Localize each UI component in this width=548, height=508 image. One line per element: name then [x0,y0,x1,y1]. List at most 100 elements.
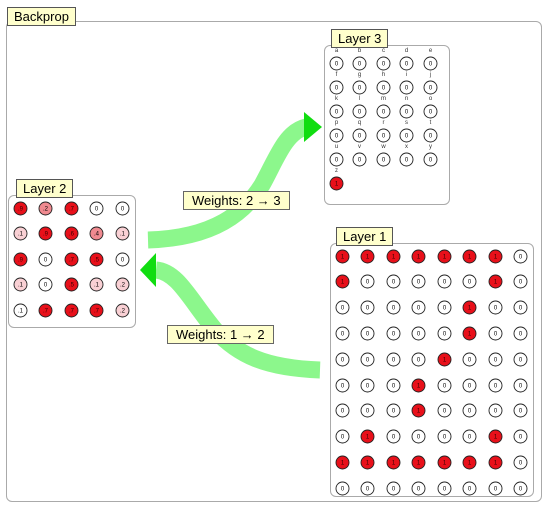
unit-value: 0 [366,332,370,338]
unit-value: .6 [68,232,74,238]
unit-circle [423,104,437,118]
layer1-unit-r1c5: 1 [437,249,451,263]
unit-circle [329,152,343,166]
layer1-unit-r2c4: 0 [411,274,426,289]
unit-value: .5 [94,257,100,263]
layer1-unit-r2c3: 0 [386,274,400,289]
unit-circle [115,252,129,266]
unit-circle [462,378,477,392]
unit-value: 0 [428,85,432,91]
unit-value: 1 [442,461,446,467]
unit-value: 1 [391,254,395,260]
layer2-unit-20: .2 [115,277,129,292]
unit-circle [411,249,426,263]
unit-circle [335,481,349,496]
unit-circle [352,56,367,70]
unit-value: 0 [358,85,362,91]
unit-circle [360,326,375,341]
layer1-unit-r7c2: 0 [360,403,375,418]
layer3-unit-t: t0 [423,120,437,142]
layer1-unit-r10c5: 0 [437,481,451,496]
layer1-unit-r6c1: 0 [335,378,349,392]
unit-value: 0 [391,383,395,389]
unit-name-label: k [335,96,339,102]
unit-circle [399,104,414,118]
layer2-unit-21: .1 [13,303,27,317]
unit-circle [360,249,375,263]
unit-value: 0 [405,85,409,91]
layer1-unit-r2c1: 1 [335,274,349,289]
layer1-unit-r5c7: 0 [488,352,502,367]
unit-circle [89,303,104,317]
unit-value: 0 [468,435,472,441]
unit-value: 0 [468,280,472,286]
unit-value: 0 [44,257,48,263]
layer1-unit-r5c6: 0 [462,352,477,367]
unit-circle [115,201,129,215]
unit-circle [64,252,78,266]
unit-value: 0 [381,157,385,163]
layer1-unit-r1c2: 1 [360,249,375,263]
unit-circle [64,277,78,292]
layer2-unit-8: .6 [64,226,78,241]
unit-circle [437,378,451,392]
unit-circle [411,352,426,367]
unit-value: .7 [94,308,100,314]
unit-name-label: m [381,96,386,102]
unit-name-label: i [406,72,407,78]
layer1-unit-r8c2: 1 [360,429,375,444]
unit-value: 0 [468,357,472,363]
unit-value: 0 [358,61,362,67]
weights-2-to-3-label: Weights: 2 → 3 [183,191,290,210]
unit-circle [352,128,367,142]
unit-value: 0 [519,461,523,467]
unit-value: .7 [68,206,74,212]
unit-circle [462,274,477,289]
unit-circle [513,403,528,418]
unit-value: 0 [519,435,523,441]
unit-circle [386,300,400,315]
unit-value: 0 [417,280,421,286]
layer1-unit-r4c2: 0 [360,326,375,341]
unit-value: 0 [519,409,523,415]
layer3-unit-d: d0 [399,48,414,70]
unit-value: 0 [417,435,421,441]
layer1-unit-r6c5: 0 [437,378,451,392]
unit-value: 0 [519,357,523,363]
unit-circle [376,56,390,70]
layer2-unit-18: .5 [64,277,78,292]
unit-value: 0 [340,486,344,492]
unit-circle [38,252,53,266]
unit-name-label: o [428,96,432,102]
layer1-unit-r8c8: 0 [513,429,528,444]
unit-value: .7 [68,308,74,314]
unit-circle [335,352,349,367]
layer1-unit-r2c6: 0 [462,274,477,289]
unit-circle [423,128,437,142]
unit-circle [115,277,129,292]
unit-circle [64,201,78,215]
unit-circle [335,378,349,392]
unit-value: 1 [417,461,421,467]
unit-name-label: q [358,120,361,126]
unit-circle [437,326,451,341]
layer1-unit-r9c3: 1 [386,455,400,470]
layer2-unit-25: .2 [115,303,129,317]
unit-circle [115,226,129,241]
layer1-unit-r4c4: 0 [411,326,426,341]
unit-circle [488,429,502,444]
layer1-unit-r6c2: 0 [360,378,375,392]
layer1-unit-r8c4: 0 [411,429,426,444]
unit-value: .7 [68,257,74,263]
unit-value: 0 [428,109,432,115]
layer1-unit-r7c6: 0 [462,403,477,418]
unit-circle [335,455,349,470]
unit-circle [488,300,502,315]
arrow-weights-2-to-3-shaft [147,118,309,249]
layer3-unit-x: x0 [399,144,414,166]
unit-circle [462,403,477,418]
unit-value: 0 [405,133,409,139]
unit-circle [376,128,390,142]
unit-value: 0 [334,85,338,91]
unit-value: 0 [334,61,338,67]
